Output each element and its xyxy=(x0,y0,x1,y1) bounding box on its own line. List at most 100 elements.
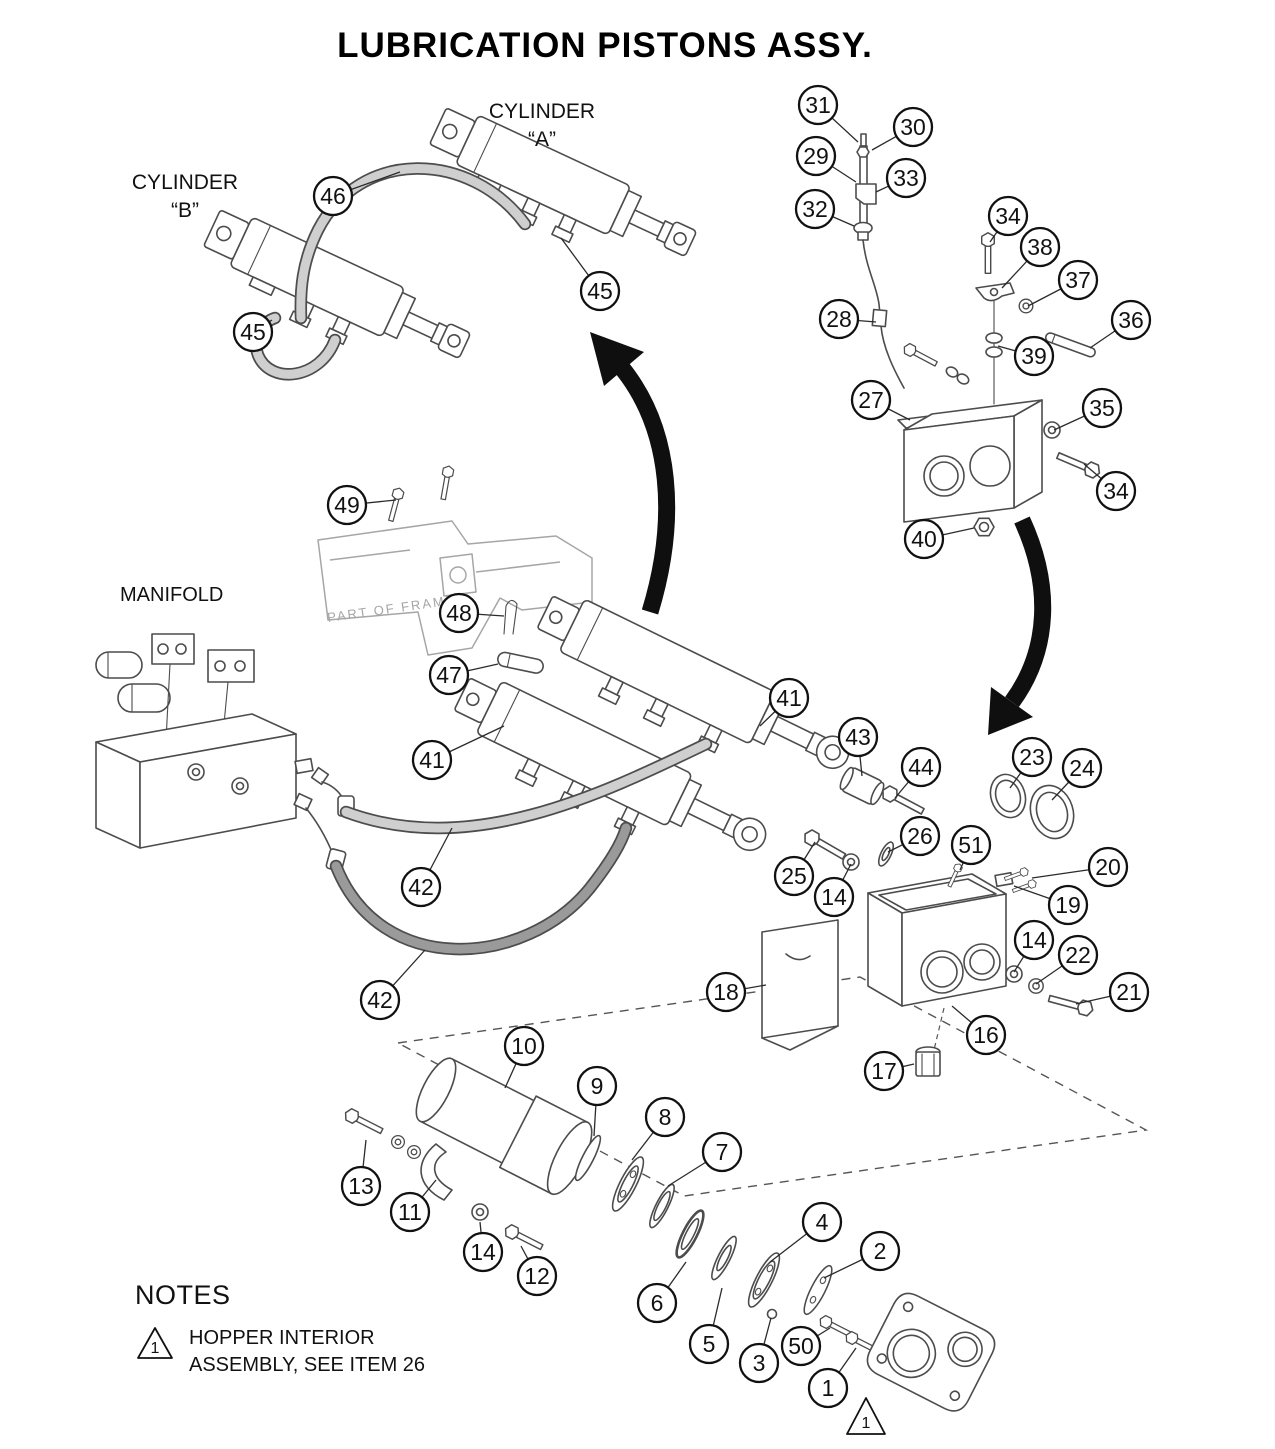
label-cylinder-a-line1: CYLINDER xyxy=(489,100,595,123)
hose-42-dark-drawing xyxy=(329,821,633,956)
callout-42: 42 xyxy=(359,979,401,1021)
svg-text:45: 45 xyxy=(587,278,613,304)
svg-text:28: 28 xyxy=(826,306,852,332)
callout-41: 41 xyxy=(411,739,453,781)
callout-17: 17 xyxy=(863,1050,905,1092)
svg-text:45: 45 xyxy=(240,319,266,345)
note-marker-number: 1 xyxy=(151,1340,160,1357)
callout-45: 45 xyxy=(232,311,274,353)
callout-28: 28 xyxy=(818,298,860,340)
svg-text:46: 46 xyxy=(320,183,346,209)
callout-34: 34 xyxy=(987,195,1029,237)
svg-text:14: 14 xyxy=(821,884,847,910)
svg-text:9: 9 xyxy=(591,1073,604,1099)
svg-text:26: 26 xyxy=(907,823,933,849)
callout-38: 38 xyxy=(1019,226,1061,268)
callout-33: 33 xyxy=(885,157,927,199)
callout-23: 23 xyxy=(1011,736,1053,778)
svg-text:33: 33 xyxy=(893,165,919,191)
svg-text:12: 12 xyxy=(524,1263,550,1289)
callout-29: 29 xyxy=(795,135,837,177)
callout-27: 27 xyxy=(850,379,892,421)
svg-text:39: 39 xyxy=(1021,343,1047,369)
svg-text:43: 43 xyxy=(845,724,871,750)
callout-7: 7 xyxy=(701,1131,743,1173)
svg-text:38: 38 xyxy=(1027,234,1053,260)
svg-text:31: 31 xyxy=(805,92,831,118)
svg-text:51: 51 xyxy=(958,832,984,858)
callout-4: 4 xyxy=(801,1201,843,1243)
callout-25: 25 xyxy=(773,855,815,897)
frame-fasteners-drawing xyxy=(385,464,544,674)
callout-21: 21 xyxy=(1108,971,1150,1013)
callout-10: 10 xyxy=(503,1025,545,1067)
page-title: LUBRICATION PISTONS ASSY. xyxy=(337,26,873,65)
note-warning-triangle: 1 xyxy=(137,1327,173,1359)
gearbox-assembly-drawing xyxy=(853,133,1103,537)
callout-45: 45 xyxy=(579,270,621,312)
reference-arrow-up xyxy=(590,332,676,615)
label-cylinder-a-line2: “A” xyxy=(528,128,556,151)
callout-14: 14 xyxy=(813,876,855,918)
svg-text:47: 47 xyxy=(436,662,462,688)
svg-text:20: 20 xyxy=(1095,854,1121,880)
callout-14: 14 xyxy=(462,1231,504,1273)
cylinder-a-drawing xyxy=(416,100,704,291)
svg-text:2: 2 xyxy=(874,1238,887,1264)
svg-text:42: 42 xyxy=(408,874,434,900)
rod-end-fasteners-drawing xyxy=(800,783,927,871)
svg-text:41: 41 xyxy=(776,685,802,711)
svg-text:22: 22 xyxy=(1065,942,1091,968)
notes-heading: NOTES xyxy=(135,1280,231,1310)
callout-51: 51 xyxy=(950,824,992,866)
svg-text:34: 34 xyxy=(1103,478,1129,504)
svg-text:41: 41 xyxy=(419,747,445,773)
callout-16: 16 xyxy=(965,1014,1007,1056)
label-cylinder-b-line1: CYLINDER xyxy=(132,171,238,194)
svg-text:21: 21 xyxy=(1116,979,1142,1005)
svg-text:11: 11 xyxy=(398,1199,422,1225)
svg-text:32: 32 xyxy=(802,196,828,222)
callout-3: 3 xyxy=(738,1342,780,1384)
svg-text:35: 35 xyxy=(1089,395,1115,421)
callout-11: 11 xyxy=(389,1191,431,1233)
svg-text:40: 40 xyxy=(911,526,937,552)
svg-text:19: 19 xyxy=(1055,892,1081,918)
trunnion-43-drawing xyxy=(839,766,885,806)
svg-text:3: 3 xyxy=(753,1350,766,1376)
svg-text:49: 49 xyxy=(334,492,360,518)
svg-text:7: 7 xyxy=(716,1139,729,1165)
callout-46: 46 xyxy=(312,175,354,217)
notes-section: NOTES 1 HOPPER INTERIOR ASSEMBLY, SEE IT… xyxy=(135,1280,441,1379)
callout-8: 8 xyxy=(644,1096,686,1138)
callout-9: 9 xyxy=(576,1065,618,1107)
callout-30: 30 xyxy=(892,106,934,148)
callout-5: 5 xyxy=(688,1323,730,1365)
svg-text:37: 37 xyxy=(1065,267,1091,293)
callout-48: 48 xyxy=(438,592,480,634)
plate-18-drawing xyxy=(761,919,839,1051)
label-cylinder-b-line2: “B” xyxy=(171,199,199,222)
callout-13: 13 xyxy=(340,1165,382,1207)
callout-19: 19 xyxy=(1047,884,1089,926)
callout-40: 40 xyxy=(903,518,945,560)
svg-text:44: 44 xyxy=(908,754,934,780)
svg-text:8: 8 xyxy=(659,1104,672,1130)
callout-6: 6 xyxy=(636,1282,678,1324)
cylinder-b-drawing xyxy=(190,202,478,393)
label-manifold: MANIFOLD xyxy=(120,584,223,606)
svg-text:50: 50 xyxy=(788,1333,814,1359)
svg-text:18: 18 xyxy=(713,979,739,1005)
hopper-note-marker-triangle: 1 xyxy=(846,1397,886,1435)
callout-31: 31 xyxy=(797,84,839,126)
callout-39: 39 xyxy=(1013,335,1055,377)
note-text: HOPPER INTERIOR ASSEMBLY, SEE ITEM 26 xyxy=(189,1327,426,1376)
svg-text:36: 36 xyxy=(1118,307,1144,333)
svg-text:14: 14 xyxy=(1021,927,1047,953)
callout-18: 18 xyxy=(705,971,747,1013)
callout-2: 2 xyxy=(859,1230,901,1272)
callout-24: 24 xyxy=(1061,747,1103,789)
callout-26: 26 xyxy=(899,815,941,857)
